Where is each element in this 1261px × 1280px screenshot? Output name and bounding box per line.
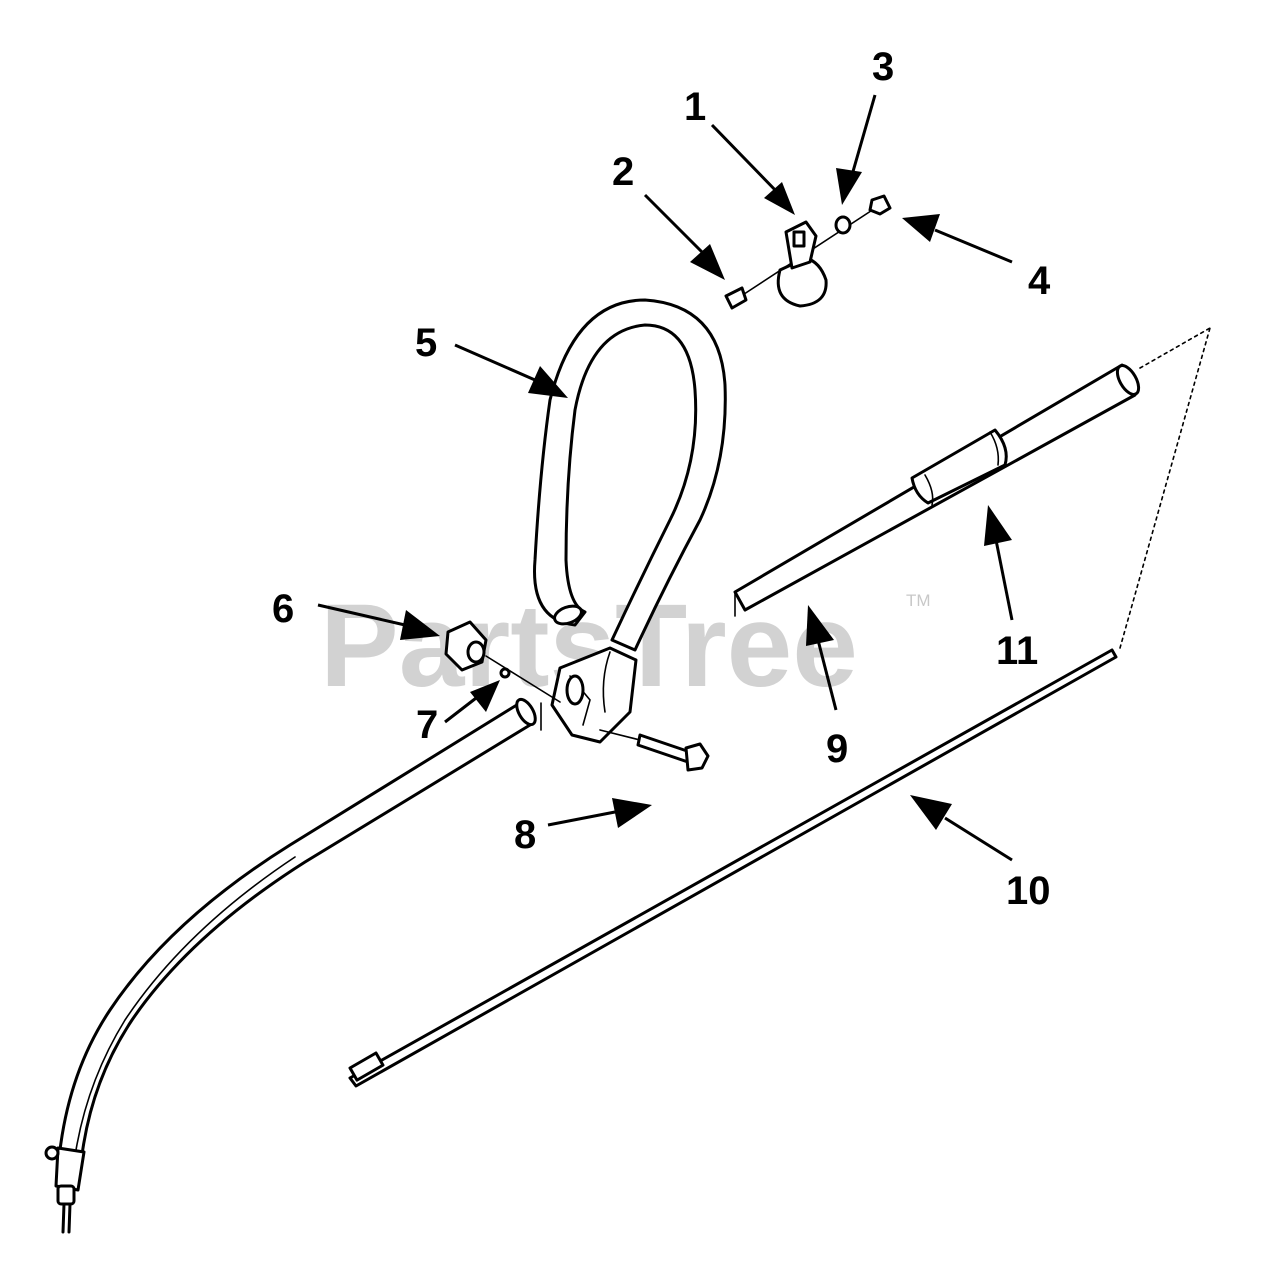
knob <box>444 620 488 672</box>
callout-2: 2 <box>612 150 634 194</box>
washer <box>499 667 511 679</box>
callout-3: 3 <box>872 45 894 89</box>
drive-shaft-housing <box>44 363 1141 1234</box>
watermark-trademark: TM <box>906 591 931 610</box>
clamp-assembly <box>724 194 892 310</box>
callout-11: 11 <box>996 629 1038 673</box>
callout-8: 8 <box>514 813 536 857</box>
callout-6: 6 <box>272 587 294 631</box>
callout-10: 10 <box>1006 869 1051 913</box>
callout-9: 9 <box>826 727 848 771</box>
callout-5: 5 <box>415 321 437 365</box>
loop-handle <box>533 298 727 652</box>
callout-arrows <box>317 94 1014 862</box>
flex-shaft <box>348 327 1211 1088</box>
callout-1: 1 <box>684 85 706 129</box>
handle-bracket <box>550 646 638 744</box>
callout-7: 7 <box>416 703 438 747</box>
grip-sleeve <box>910 428 1008 506</box>
bolt <box>599 729 710 772</box>
callout-4: 4 <box>1028 259 1051 303</box>
